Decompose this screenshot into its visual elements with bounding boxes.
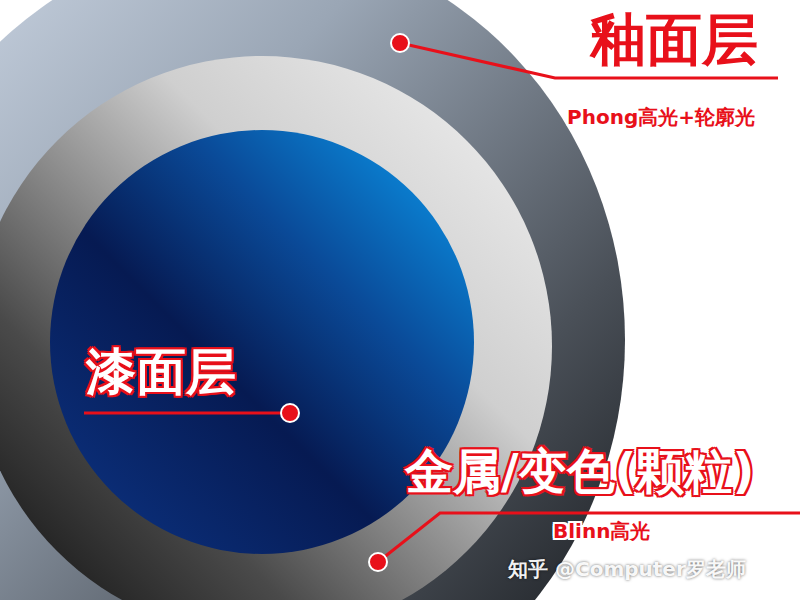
metal-layer xyxy=(0,56,552,600)
layer-title: 漆面层 xyxy=(86,344,236,402)
leader-lines xyxy=(84,43,800,562)
layer-title: 金属/变色(颗粒) xyxy=(405,444,754,499)
leader-dots xyxy=(281,34,409,571)
watermark: 知乎 @Computer罗老师 xyxy=(508,558,746,581)
layer-title: 釉面层 xyxy=(590,8,758,72)
glaze-layer xyxy=(0,0,625,600)
shading-note: Blinn高光 xyxy=(553,520,650,543)
shading-note: Phong高光+轮廓光 xyxy=(567,106,755,129)
